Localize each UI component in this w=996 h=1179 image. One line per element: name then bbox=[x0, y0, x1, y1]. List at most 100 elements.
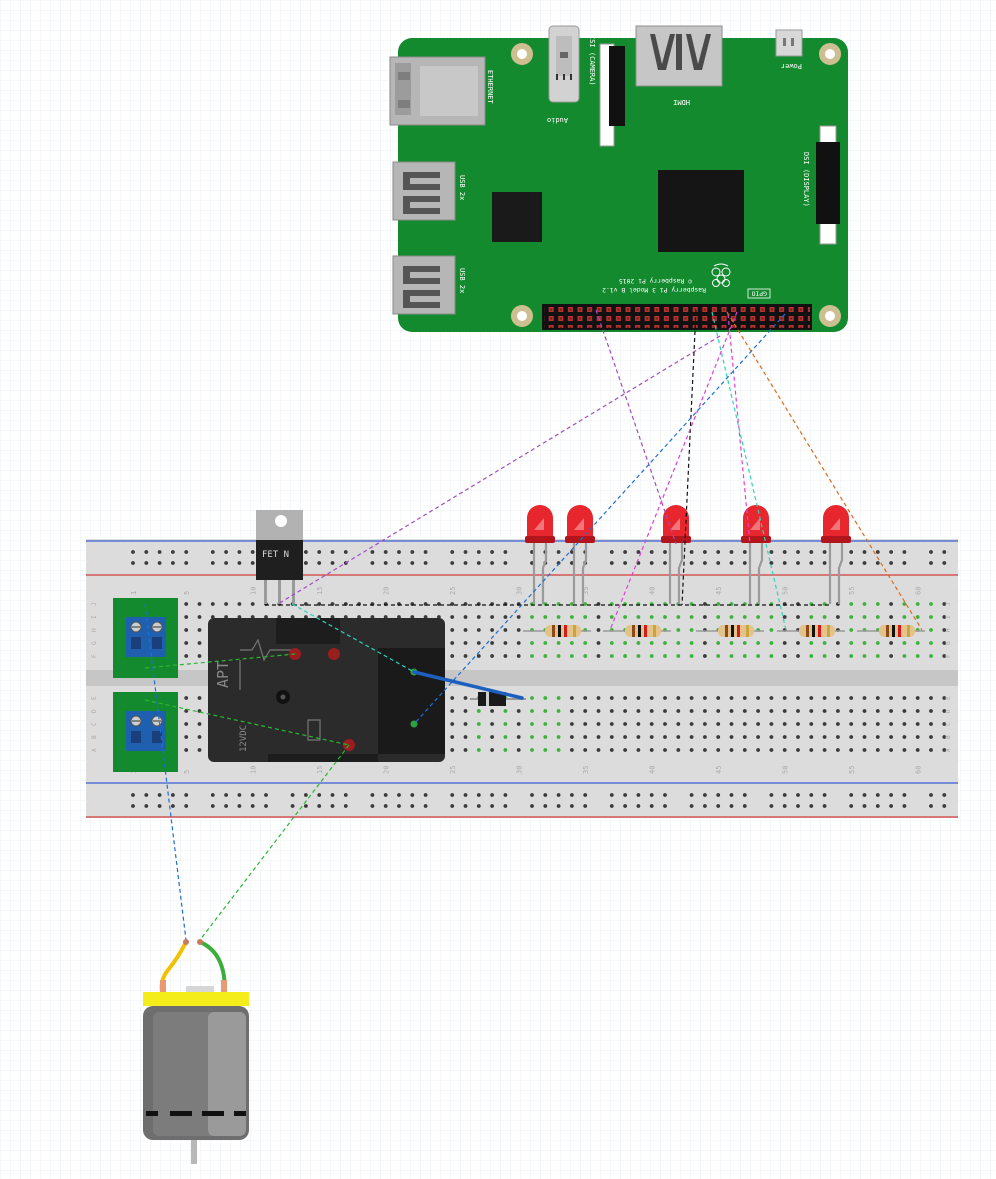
rail-hole bbox=[822, 804, 827, 808]
terminal-block-upper bbox=[113, 598, 178, 678]
breadboard-hole bbox=[689, 641, 694, 645]
breadboard-hole bbox=[636, 615, 641, 619]
breadboard-hole bbox=[742, 654, 747, 658]
rail-hole bbox=[410, 793, 415, 797]
rail-hole bbox=[609, 804, 614, 808]
breadboard-hole bbox=[476, 709, 481, 713]
rail-hole bbox=[729, 793, 734, 797]
column-number: 15 bbox=[316, 766, 324, 774]
breadboard-hole bbox=[583, 748, 588, 752]
breadboard-hole bbox=[636, 654, 641, 658]
breadboard-hole bbox=[676, 615, 681, 619]
breadboard-hole bbox=[889, 748, 893, 752]
rail-hole bbox=[649, 793, 654, 797]
rail-hole bbox=[583, 804, 588, 808]
breadboard-hole bbox=[197, 628, 202, 632]
breadboard-hole bbox=[676, 709, 681, 713]
breadboard-hole bbox=[889, 615, 893, 619]
rail-hole bbox=[570, 793, 574, 797]
breadboard-hole bbox=[836, 748, 840, 752]
rail-hole bbox=[703, 793, 707, 797]
breadboard-hole bbox=[636, 748, 641, 752]
breadboard-hole bbox=[849, 602, 854, 606]
breadboard-hole bbox=[343, 615, 348, 619]
relay-brand: APT bbox=[214, 661, 232, 688]
breadboard-hole bbox=[543, 641, 548, 645]
rail-hole bbox=[317, 793, 322, 797]
breadboard-hole bbox=[609, 696, 614, 700]
breadboard-hole bbox=[530, 696, 534, 700]
row-letter: G bbox=[91, 641, 98, 645]
breadboard-hole bbox=[742, 735, 747, 739]
breadboard-hole bbox=[237, 615, 242, 619]
rail-hole bbox=[476, 561, 481, 565]
breadboard-hole bbox=[197, 735, 202, 739]
rail-hole bbox=[942, 550, 947, 554]
breadboard-hole bbox=[530, 654, 534, 658]
usb-port-upper bbox=[392, 161, 456, 221]
breadboard-hole bbox=[822, 641, 827, 645]
breadboard-hole bbox=[570, 748, 574, 752]
breadboard-hole bbox=[942, 602, 947, 606]
rail-hole bbox=[224, 550, 229, 554]
breadboard-hole bbox=[663, 641, 667, 645]
breadboard-hole bbox=[210, 602, 215, 606]
row-letter: J bbox=[945, 602, 952, 606]
rail-hole bbox=[929, 804, 933, 808]
rail-hole bbox=[290, 793, 295, 797]
row-letter: H bbox=[945, 628, 952, 632]
breadboard-hole bbox=[849, 748, 854, 752]
rail-hole bbox=[623, 561, 627, 565]
rail-hole bbox=[609, 561, 614, 565]
rail-hole bbox=[184, 804, 189, 808]
breadboard-hole bbox=[756, 735, 760, 739]
breadboard-hole bbox=[782, 748, 787, 752]
breadboard-hole bbox=[357, 615, 361, 619]
breadboard-hole bbox=[450, 722, 455, 726]
breadboard-hole bbox=[729, 735, 734, 739]
breadboard-hole bbox=[663, 722, 667, 726]
breadboard-hole bbox=[450, 735, 455, 739]
rail-hole bbox=[663, 550, 667, 554]
breadboard-hole bbox=[862, 654, 867, 658]
wire-magenta bbox=[609, 311, 738, 631]
breadboard-hole bbox=[623, 615, 627, 619]
resistor bbox=[777, 625, 845, 637]
resistor bbox=[603, 625, 671, 637]
rail-hole bbox=[822, 561, 827, 565]
rail-hole bbox=[370, 804, 375, 808]
breadboard-hole bbox=[530, 722, 534, 726]
breadboard-hole bbox=[543, 696, 548, 700]
breadboard-hole bbox=[703, 602, 707, 606]
raspberry-logo bbox=[711, 263, 731, 287]
rail-hole bbox=[769, 561, 774, 565]
rail-hole bbox=[184, 793, 189, 797]
rail-hole bbox=[543, 804, 548, 808]
column-number: 55 bbox=[848, 766, 856, 774]
breadboard-hole bbox=[184, 748, 189, 752]
rail-hole bbox=[317, 561, 322, 565]
rail-hole bbox=[822, 550, 827, 554]
row-letter: B bbox=[91, 735, 98, 739]
breadboard-hole bbox=[729, 654, 734, 658]
rail-hole bbox=[397, 561, 401, 565]
breadboard-hole bbox=[570, 722, 574, 726]
breadboard-hole bbox=[476, 722, 481, 726]
rail-hole bbox=[157, 550, 162, 554]
breadboard-hole bbox=[609, 748, 614, 752]
breadboard-hole bbox=[224, 615, 229, 619]
breadboard-hole bbox=[929, 654, 933, 658]
rail-hole bbox=[796, 793, 800, 797]
rail-hole bbox=[423, 550, 428, 554]
breadboard-hole bbox=[862, 696, 867, 700]
wire-teal bbox=[711, 311, 787, 631]
breadboard-hole bbox=[530, 735, 534, 739]
rail-hole bbox=[450, 804, 455, 808]
breadboard-hole bbox=[623, 722, 627, 726]
breadboard-hole bbox=[463, 654, 468, 658]
usb-port-lower bbox=[392, 255, 456, 315]
rail-hole bbox=[131, 561, 135, 565]
rail-hole bbox=[570, 804, 574, 808]
breadboard-hole bbox=[849, 628, 854, 632]
resistor bbox=[523, 625, 591, 637]
